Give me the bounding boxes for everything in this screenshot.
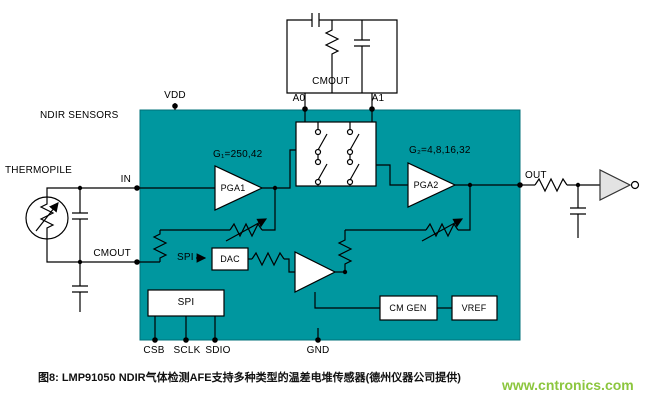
in-label: IN xyxy=(120,174,131,185)
watermark: www.cntronics.com xyxy=(502,377,634,393)
output-network xyxy=(520,169,640,238)
vdd-label: VDD xyxy=(164,90,186,101)
spi-dac-arrow-label: SPI xyxy=(177,252,194,263)
output-terminal xyxy=(630,180,640,190)
thermopile-circuit xyxy=(25,185,140,312)
filter-capacitor xyxy=(72,188,88,262)
cmgen-vref-group xyxy=(314,292,498,321)
sdio-label: SDIO xyxy=(205,345,231,356)
cmgen-box xyxy=(379,295,438,321)
vref-box xyxy=(451,295,498,321)
ndir-sensors-label: NDIR SENSORS xyxy=(40,110,119,121)
cmout-left-label: CMOUT xyxy=(93,248,131,259)
sclk-label: SCLK xyxy=(173,345,201,356)
buffer-amp-symbol xyxy=(294,251,337,293)
output-capacitor xyxy=(570,185,586,238)
pga1-stage xyxy=(140,149,296,263)
top-rc-network xyxy=(286,13,398,122)
cmout-top-label: CMOUT xyxy=(312,76,350,87)
pga2-stage xyxy=(337,162,520,272)
pga2-gain-label: G₂=4,8,16,32 xyxy=(409,145,471,156)
pga2-amp-symbol xyxy=(407,162,457,208)
pin-dots xyxy=(134,103,523,343)
dac-label: DAC xyxy=(220,254,240,264)
a0-label: A0 xyxy=(292,93,306,104)
cm-gen-label: CM GEN xyxy=(389,303,427,313)
thermopile-label: THERMOPILE xyxy=(5,165,73,176)
next-stage-amp-symbol xyxy=(599,169,632,201)
a1-label: A1 xyxy=(371,93,385,104)
figure-caption: 图8: LMP91050 NDIR气体检测AFE支持多种类型的温差电堆传感器(德… xyxy=(38,372,461,384)
gnd-label: GND xyxy=(306,345,330,356)
dac-buffer-stage xyxy=(196,247,348,293)
pga2-label: PGA2 xyxy=(413,180,439,190)
switch-matrix xyxy=(295,121,377,187)
csb-label: CSB xyxy=(143,345,165,356)
spi-block-group xyxy=(147,289,225,340)
pga1-amp-symbol xyxy=(214,165,264,211)
vref-label: VREF xyxy=(461,303,487,313)
spi-block-label: SPI xyxy=(177,297,195,308)
pga1-label: PGA1 xyxy=(220,183,246,193)
decoupling-capacitor xyxy=(72,262,88,312)
pga1-gain-label: G₁=250,42 xyxy=(213,149,263,160)
out-label: OUT xyxy=(525,170,547,181)
